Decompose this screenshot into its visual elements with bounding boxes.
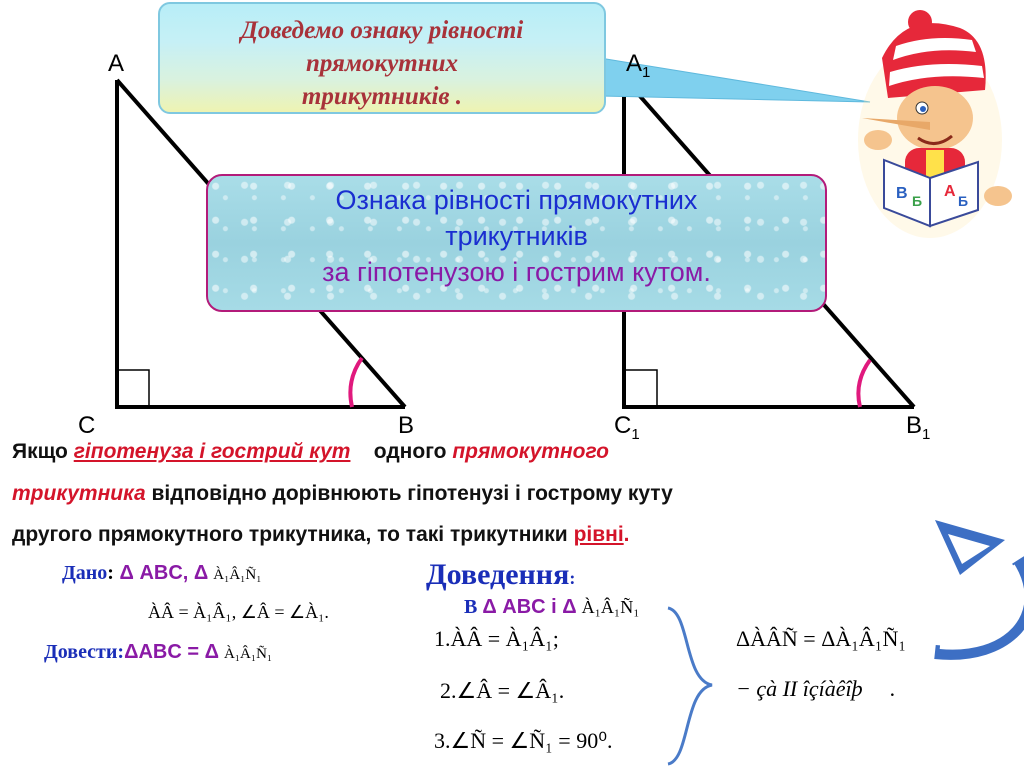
- prove-line: Довести:ΔABC = Δ À₁Â₁Ñ₁: [44, 641, 273, 663]
- proof-step-1: 1.ÀÂ = À₁Â₁;: [434, 626, 559, 651]
- banner-line-1: Ознака рівності прямокутних: [335, 185, 698, 215]
- vertex-c-label: C: [78, 412, 96, 439]
- vertex-a-label: A: [108, 50, 125, 77]
- angle-mark-b1: [856, 358, 872, 408]
- pinocchio-character-icon: B Б A Б: [858, 10, 1012, 238]
- svg-text:B: B: [896, 185, 908, 202]
- theorem-equal-word: рівні: [573, 523, 624, 546]
- given-line: Дано: Δ ABC, Δ À₁Â₁Ñ₁: [62, 562, 262, 584]
- proof-step-3: 3.∠Ñ = ∠Ñ₁ = 90⁰.: [434, 728, 613, 753]
- speech-line-1: Доведемо ознаку рівності: [240, 17, 524, 44]
- given-conditions: ÀÂ = À₁Â₁, ∠Â = ∠À₁.: [148, 602, 329, 622]
- vertex-b1-label: B1: [906, 412, 931, 443]
- vertex-a1-label: A1: [626, 50, 651, 81]
- proof-step-2: 2.∠Â = ∠Â₁.: [440, 678, 565, 703]
- proof-heading: Доведення:: [426, 558, 576, 591]
- proof-result-criterion: − çà ІІ îçíàêîþ .: [736, 676, 896, 701]
- proof-result: ΔÀÂÑ = ΔÀ₁Â₁Ñ₁: [736, 626, 907, 651]
- banner-line-3: за гіпотенузою і гострим кутом.: [322, 257, 711, 287]
- theorem-line-2: трикутника відповідно дорівнюють гіпотен…: [12, 482, 673, 505]
- svg-text:Б: Б: [958, 193, 968, 209]
- speech-line-2: прямокутних: [305, 50, 459, 77]
- banner-line-2: трикутників: [445, 221, 588, 251]
- right-angle-mark: [116, 369, 150, 408]
- speech-bubble: Доведемо ознаку рівності прямокутних три…: [158, 2, 606, 114]
- vertex-b-label: B: [398, 412, 415, 439]
- theorem-title-banner: Ознака рівності прямокутних трикутників …: [206, 174, 827, 312]
- proof-in-triangles: В Δ ABC і Δ À₁Â₁Ñ₁: [464, 596, 640, 618]
- right-angle-mark-2: [623, 369, 658, 408]
- curly-brace-icon: [667, 606, 713, 766]
- speech-line-3: трикутників .: [301, 83, 463, 110]
- svg-text:Б: Б: [912, 193, 922, 209]
- svg-text:A: A: [944, 183, 956, 200]
- theorem-line-1: Якщо гіпотенуза і гострий кут одного пря…: [12, 440, 610, 463]
- vertex-c1-label: C1: [614, 412, 640, 443]
- theorem-highlight-hypotenuse: гіпотенуза і гострий кут: [73, 440, 351, 463]
- angle-mark-b: [348, 356, 364, 408]
- theorem-line-3: другого прямокутного трикутника, то такі…: [12, 523, 630, 546]
- curved-arrow-icon: [934, 556, 1024, 660]
